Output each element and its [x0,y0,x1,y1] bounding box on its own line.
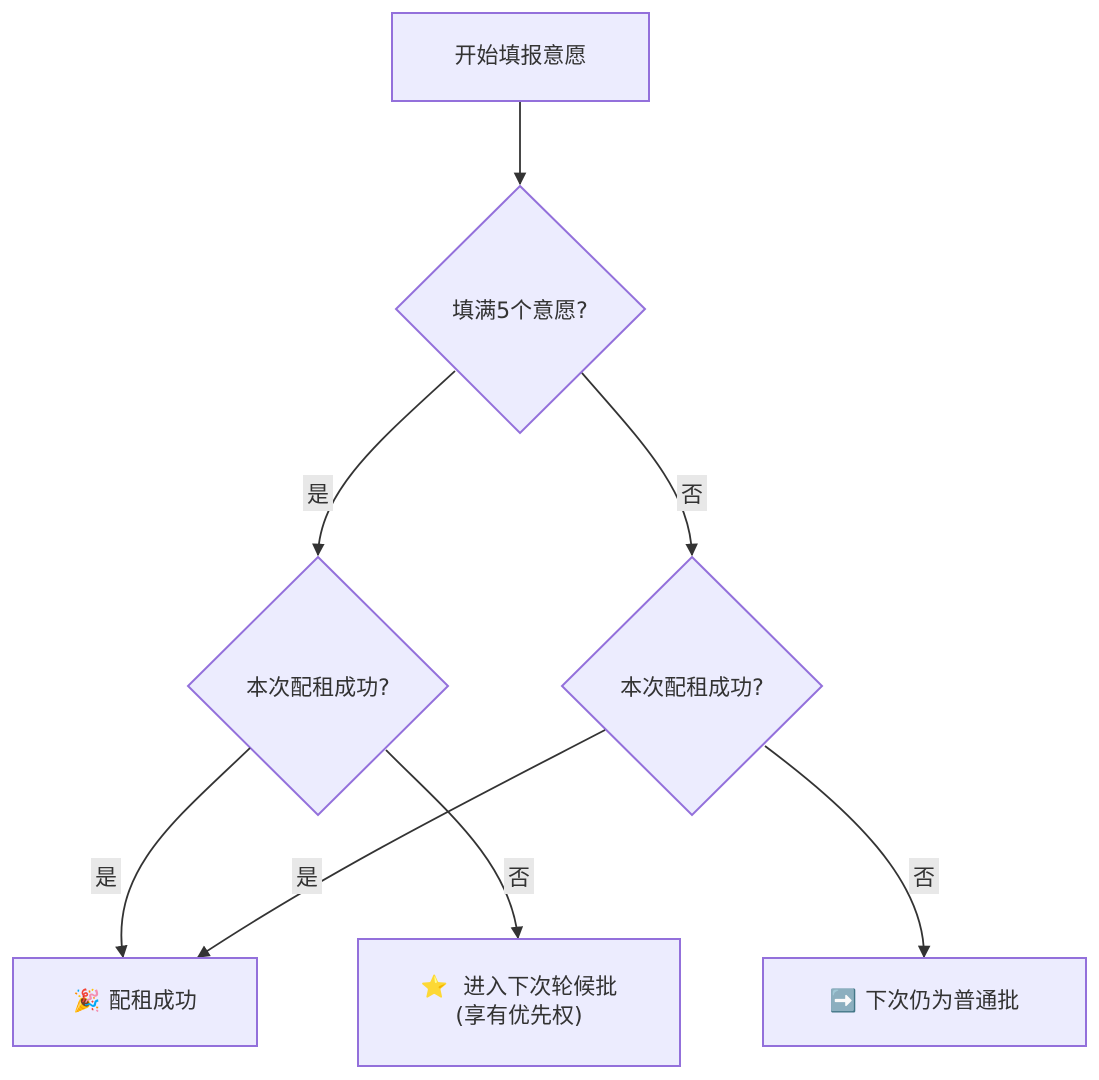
result-next-priority-line1: 进入下次轮候批 [463,974,618,1000]
result-success-label: 配租成功 [108,988,197,1014]
party-popper-icon: 🎉 [73,988,101,1014]
decision-left-label: 本次配租成功? [246,676,390,701]
start-node-label: 开始填报意愿 [454,43,587,69]
right-arrow-icon: ➡️ [829,988,858,1014]
decision-left-shape [186,555,450,817]
result-next-priority-node: ⭐ 进入下次轮候批 (享有优先权) [357,938,681,1067]
result-next-priority-line1-row: ⭐ 进入下次轮候批 [421,974,617,1003]
edge-left-no-label: 否 [503,858,535,894]
edge-right-yes [196,729,606,958]
edge-right-no [764,745,931,959]
result-next-priority-line2: (享有优先权) [455,1003,583,1029]
edge-five-yes [312,370,456,557]
result-next-normal-node: ➡️ 下次仍为普通批 [762,957,1087,1047]
result-next-normal-label: 下次仍为普通批 [865,988,1020,1014]
start-node: 开始填报意愿 [391,12,650,102]
decision-right-shape [560,555,824,817]
edge-five-yes-label: 是 [302,475,334,511]
decision-five-label: 填满5个意愿? [452,299,588,324]
edge-right-no-label: 否 [908,858,940,894]
edge-left-yes [115,747,251,959]
result-success-node: 🎉 配租成功 [12,957,258,1047]
edge-left-yes-label: 是 [90,858,122,894]
edge-left-no [385,749,524,940]
edge-right-yes-label: 是 [291,858,323,894]
edge-five-no [581,372,698,557]
star-icon: ⭐ [420,974,449,1000]
decision-five-shape [394,184,647,435]
decision-right-label: 本次配租成功? [620,676,764,701]
edge-five-no-label: 否 [676,475,708,511]
